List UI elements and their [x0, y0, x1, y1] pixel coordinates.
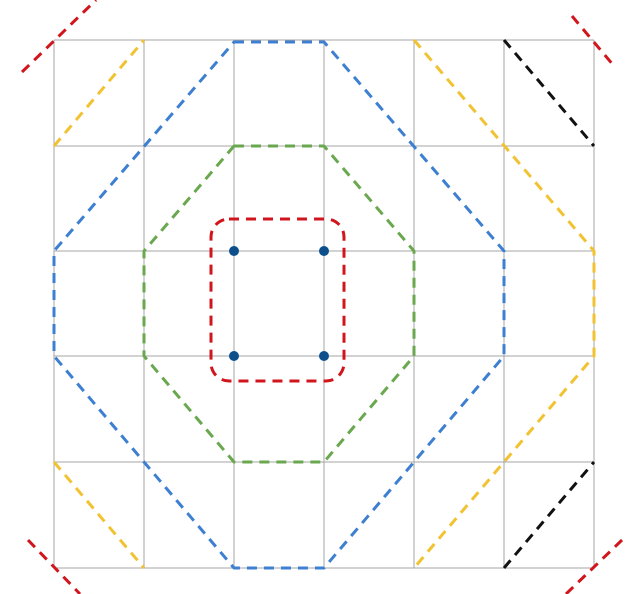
red-corner-bottom-right	[564, 538, 624, 594]
yellow-segment-bottom-left	[52, 461, 146, 569]
black-segment-bottom-right	[502, 461, 596, 569]
black-segments	[502, 39, 596, 569]
yellow-contour	[52, 39, 596, 569]
black-segment-top-right	[502, 39, 596, 147]
point-2	[319, 246, 329, 256]
red-corner-bottom-left	[26, 538, 82, 594]
grid	[53, 39, 595, 569]
point-4	[319, 351, 329, 361]
green-octagon	[142, 144, 416, 464]
red-outer-corners	[20, 0, 624, 594]
yellow-segment-top-left	[52, 39, 146, 147]
red-rounded-square	[209, 217, 346, 383]
red-corner-top-right	[570, 15, 616, 67]
point-3	[229, 351, 239, 361]
points	[229, 246, 329, 361]
red-corner-top-left	[20, 0, 98, 74]
blue-octagon	[52, 40, 506, 570]
yellow-segment-right	[412, 39, 596, 569]
point-1	[229, 246, 239, 256]
